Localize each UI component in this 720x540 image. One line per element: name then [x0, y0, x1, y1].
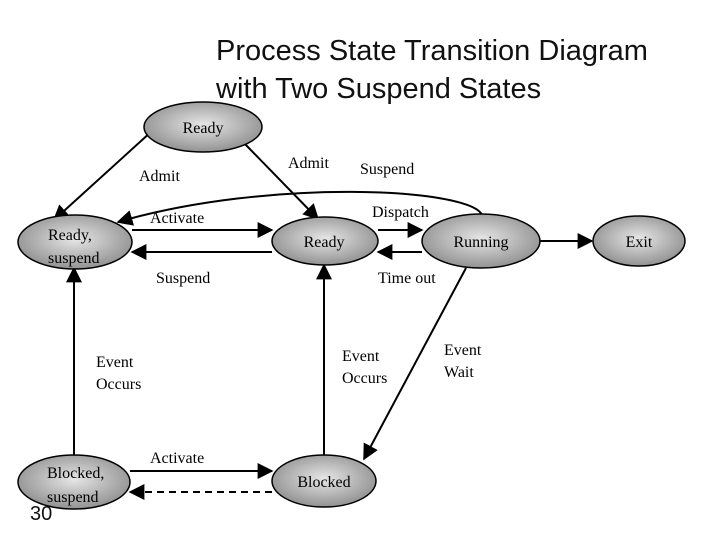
node-new: Ready	[143, 101, 263, 153]
page-number: 30	[30, 503, 53, 525]
title-line-1: Process State Transition Diagram	[216, 35, 648, 67]
edge-labels: Admit Admit Suspend Dispatch Activate Su…	[96, 155, 482, 467]
label-admit-left: Admit	[139, 168, 180, 185]
label-event-wait-2: Wait	[444, 364, 474, 381]
label-timeout: Time out	[378, 270, 436, 287]
node-blocked-suspend-line1: Blocked,	[47, 465, 104, 482]
edge-event-wait	[363, 267, 467, 461]
node-blocked: Blocked	[271, 454, 377, 508]
node-ready-suspend: Ready, suspend	[17, 214, 133, 270]
label-admit-right: Admit	[288, 155, 329, 172]
label-event-occurs-left-1: Event	[96, 354, 134, 371]
label-event-occurs-mid-1: Event	[342, 348, 380, 365]
label-suspend-top: Suspend	[360, 161, 414, 178]
node-exit-label: Exit	[626, 234, 653, 251]
title-line-2: with Two Suspend States	[216, 73, 542, 105]
label-activate-lower: Activate	[150, 450, 204, 467]
node-blocked-suspend: Blocked, suspend	[17, 454, 131, 510]
node-blocked-label: Blocked	[297, 474, 350, 491]
node-exit: Exit	[592, 215, 686, 267]
node-running-label: Running	[453, 234, 508, 251]
node-blocked-suspend-line2: suspend	[47, 489, 99, 506]
node-ready: Ready	[271, 216, 379, 266]
node-ready-label: Ready	[304, 234, 345, 251]
node-new-label: Ready	[183, 120, 224, 137]
edge-admit-ready	[244, 143, 320, 221]
node-ready-suspend-line1: Ready,	[48, 227, 92, 244]
edge-admit-ready-suspend	[52, 130, 153, 222]
label-suspend-mid: Suspend	[156, 270, 210, 287]
node-running: Running	[421, 213, 541, 269]
node-ready-suspend-line2: suspend	[48, 250, 100, 267]
label-dispatch: Dispatch	[372, 204, 429, 221]
label-event-wait-1: Event	[444, 342, 482, 359]
edge-suspend-running	[116, 190, 483, 226]
diagram-title: Process State Transition Diagram with Tw…	[216, 32, 716, 108]
label-event-occurs-left-2: Occurs	[96, 376, 141, 393]
label-event-occurs-mid-2: Occurs	[342, 370, 387, 387]
edges	[52, 130, 594, 500]
label-activate-upper: Activate	[150, 210, 204, 227]
